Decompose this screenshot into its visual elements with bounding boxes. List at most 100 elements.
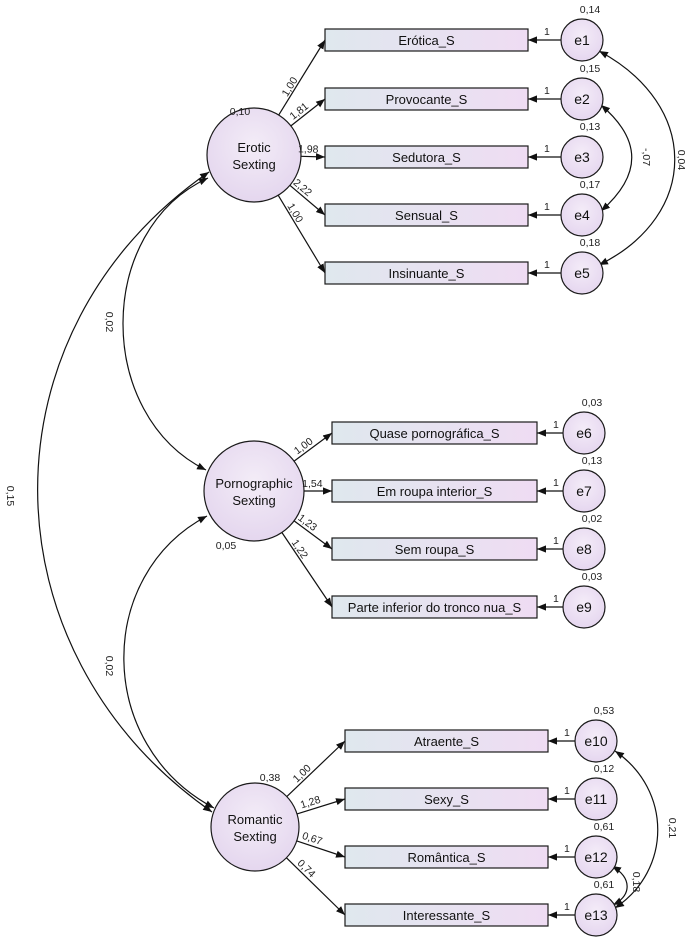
covariance-label: 0,18 [630,872,642,893]
loading-arrow [286,857,346,916]
covariance-label: -,07 [640,148,652,166]
latent-label-line1: Erotic [237,140,271,155]
covariance-erotic-porn [122,177,209,471]
error-label: e7 [576,483,592,499]
error-variance-label: 0,13 [580,121,601,133]
error-weight-label: 1 [553,419,559,431]
covariance-e2-e4 [600,104,633,212]
covariance-erotic-romantic [37,171,213,813]
error-circle [574,719,618,763]
latent-label-line2: Sexting [232,493,275,508]
indicator-box [344,787,549,811]
error-variance-label: 0,12 [594,763,615,775]
error-weight-label: 1 [564,901,570,913]
error-circle [574,835,618,879]
indicator-box [324,203,529,227]
latent-label-line1: Pornographic [215,476,293,491]
path-layer [277,36,575,919]
indicator-label: Parte inferior do tronco nua_S [348,600,522,615]
error-label: e3 [574,149,590,165]
error-variance-label: 0,61 [594,821,615,833]
error-circle [560,18,604,62]
error-variance-label: 0,17 [580,179,601,191]
indicator-box [344,729,549,753]
latent-variance-label: 0,05 [216,540,237,552]
error-circle [560,135,604,179]
loading-arrow [289,184,326,216]
loading-label: 0,74 [295,857,318,880]
indicator-box [331,421,538,445]
indicator-label: Interessante_S [403,908,491,923]
indicator-box [331,537,538,561]
loading-label: 1,28 [299,794,322,812]
error-label: e2 [574,91,590,107]
latent-label-line1: Romantic [228,812,283,827]
error-weight-label: 1 [544,201,550,213]
error-weight-label: 1 [544,85,550,97]
loading-arrow [300,153,326,161]
error-label: e1 [574,32,590,48]
covariance-label: 0,21 [666,818,678,839]
error-circle [574,893,618,937]
error-weight-label: 1 [553,535,559,547]
indicator-box [331,595,538,619]
loading-label: 1,00 [280,75,301,99]
indicator-label: Insinuante_S [389,266,465,281]
error-label: e12 [584,849,608,865]
latent-variance-label: 0,10 [230,106,251,118]
error-circle [562,527,606,571]
error-variance-label: 0,15 [580,63,601,75]
indicator-label: Romântica_S [407,850,485,865]
covariance-e12-e13 [611,865,628,906]
indicator-label: Quase pornográfica_S [369,426,499,441]
indicator-box [324,261,529,285]
indicator-box [344,845,549,869]
covariance-label: 0,02 [103,656,115,677]
error-variance-label: 0,02 [582,513,603,525]
covariance-label: 0,02 [103,312,115,333]
covariance-label: 0,15 [4,486,16,507]
covariance-porn-romantic [123,515,215,809]
latent-variance-label: 0,38 [260,772,281,784]
error-variance-label: 0,61 [594,879,615,891]
loading-label: 1,00 [284,201,305,225]
indicator-label: Atraente_S [414,734,479,749]
indicator-label: Sedutora_S [392,150,461,165]
latent-label-line2: Sexting [232,157,275,172]
indicator-box [344,903,549,927]
loading-label: 1,00 [291,762,314,785]
loading-label: 0,67 [301,830,324,848]
loading-label: 1,22 [289,537,310,561]
error-circle [560,77,604,121]
error-weight-label: 1 [544,26,550,38]
error-variance-label: 0,53 [594,705,615,717]
error-weight-label: 1 [544,259,550,271]
covariance-e10-e13 [614,750,659,909]
error-label: e6 [576,425,592,441]
error-label: e4 [574,207,590,223]
loading-arrow [293,520,333,550]
error-circle [574,777,618,821]
loading-arrow [277,194,326,274]
covariance-e1-e5 [598,50,676,266]
latent-circle [206,107,302,203]
error-circle [562,469,606,513]
error-weight-label: 1 [553,593,559,605]
indicator-label: Erótica_S [398,33,455,48]
error-label: e11 [585,791,608,807]
error-variance-label: 0,03 [582,571,603,583]
error-weight-label: 1 [564,785,570,797]
loading-arrow [281,532,333,608]
error-variance-label: 0,18 [580,237,601,249]
error-variance-label: 0,03 [582,397,603,409]
covariance-layer [37,50,676,909]
loading-arrow [296,798,346,815]
latent-circle [203,440,305,542]
error-circle [562,411,606,455]
loading-arrow [293,432,333,462]
loading-arrow [290,98,326,127]
indicator-box [324,87,529,111]
